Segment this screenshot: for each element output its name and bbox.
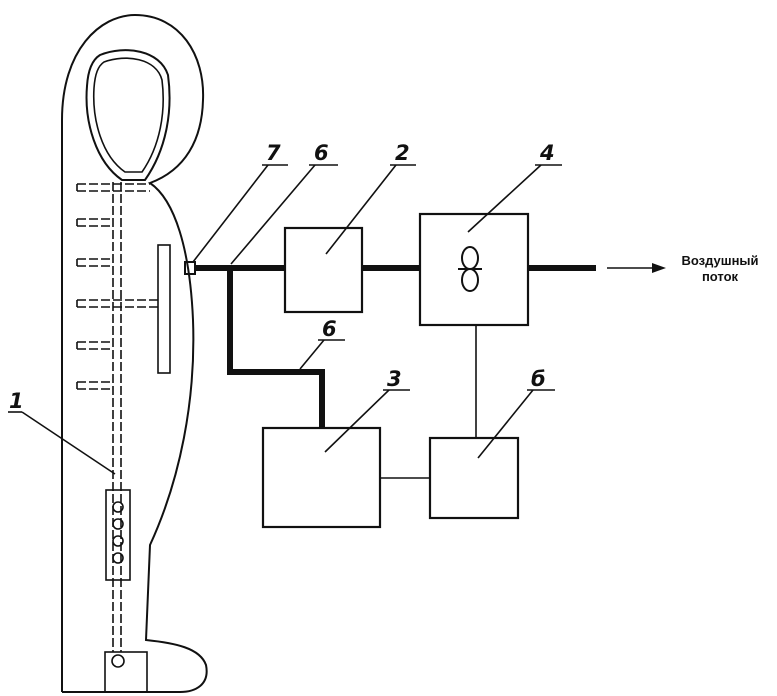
- chest-sensor-strip: [157, 244, 171, 374]
- air-branch-to-box-3: [227, 268, 325, 428]
- airflow-label-line2: поток: [702, 269, 739, 284]
- box-3: [261, 426, 382, 529]
- face-outline-outer: [85, 49, 171, 181]
- leader-lines: [8, 164, 562, 475]
- label-6-branch: 6: [322, 317, 337, 341]
- face-outline-inner: [92, 57, 164, 173]
- label-1: 1: [9, 389, 24, 413]
- label-5: б: [531, 367, 546, 391]
- internal-tube: [76, 182, 160, 652]
- mannequin: [61, 13, 208, 693]
- label-6-top: 6: [314, 141, 329, 165]
- label-3: 3: [387, 367, 402, 391]
- airflow-arrow-icon: [607, 263, 666, 273]
- lower-valve-block: [105, 489, 131, 581]
- airflow-label-line1: Воздушный: [681, 253, 758, 268]
- fan-symbol-icon: [458, 246, 482, 292]
- box-5: [428, 436, 520, 520]
- box-2: [283, 226, 364, 314]
- foot-base-block: [104, 651, 148, 693]
- label-7: 7: [266, 141, 281, 165]
- label-2: 2: [395, 141, 410, 165]
- mannequin-outline: [61, 13, 208, 693]
- label-4: 4: [539, 141, 555, 165]
